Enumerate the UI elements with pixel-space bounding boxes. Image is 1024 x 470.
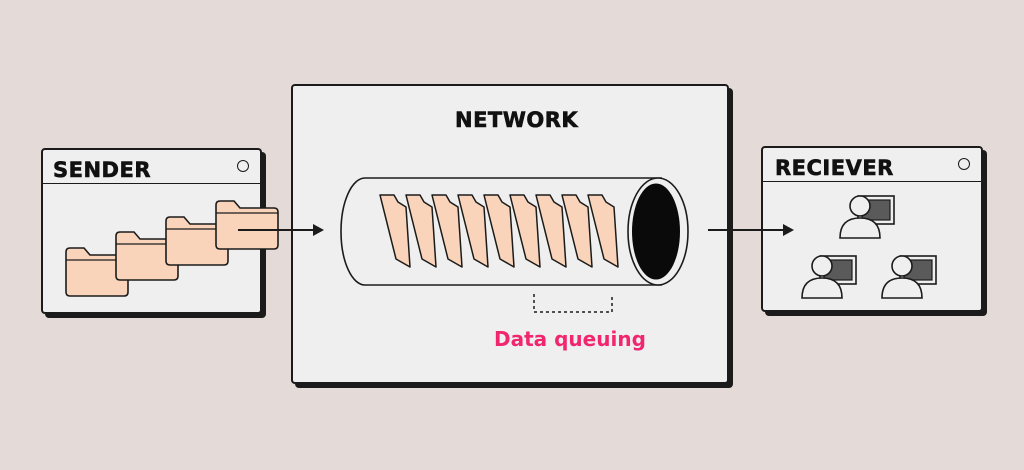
sender-title: SENDER	[53, 158, 151, 182]
arrow-icon	[708, 224, 794, 236]
sender-folders	[65, 200, 279, 297]
window-title-bar-divider	[763, 181, 981, 182]
folder-icon	[215, 200, 279, 250]
folder-icon	[587, 194, 619, 268]
data-queuing-label: Data queuing	[494, 327, 646, 351]
folder-icon	[457, 194, 489, 268]
user-at-computer-icon	[881, 255, 937, 299]
network-title: NETWORK	[455, 108, 579, 132]
queued-folders	[379, 194, 619, 268]
user-at-computer-icon	[801, 255, 857, 299]
receiver-title: RECIEVER	[775, 156, 894, 180]
folder-icon	[509, 194, 541, 268]
window-circle-icon	[237, 160, 249, 172]
folder-icon	[405, 194, 437, 268]
arrow-icon	[238, 224, 324, 236]
folder-icon	[561, 194, 593, 268]
window-title-bar-divider	[43, 183, 260, 184]
folder-icon	[379, 194, 411, 268]
network-pipe	[340, 177, 689, 286]
user-at-computer-icon	[839, 195, 895, 239]
window-circle-icon	[958, 158, 970, 170]
queue-bracket	[533, 294, 613, 313]
folder-icon	[535, 194, 567, 268]
folder-icon	[431, 194, 463, 268]
folder-icon	[483, 194, 515, 268]
receiver-users	[801, 195, 937, 299]
